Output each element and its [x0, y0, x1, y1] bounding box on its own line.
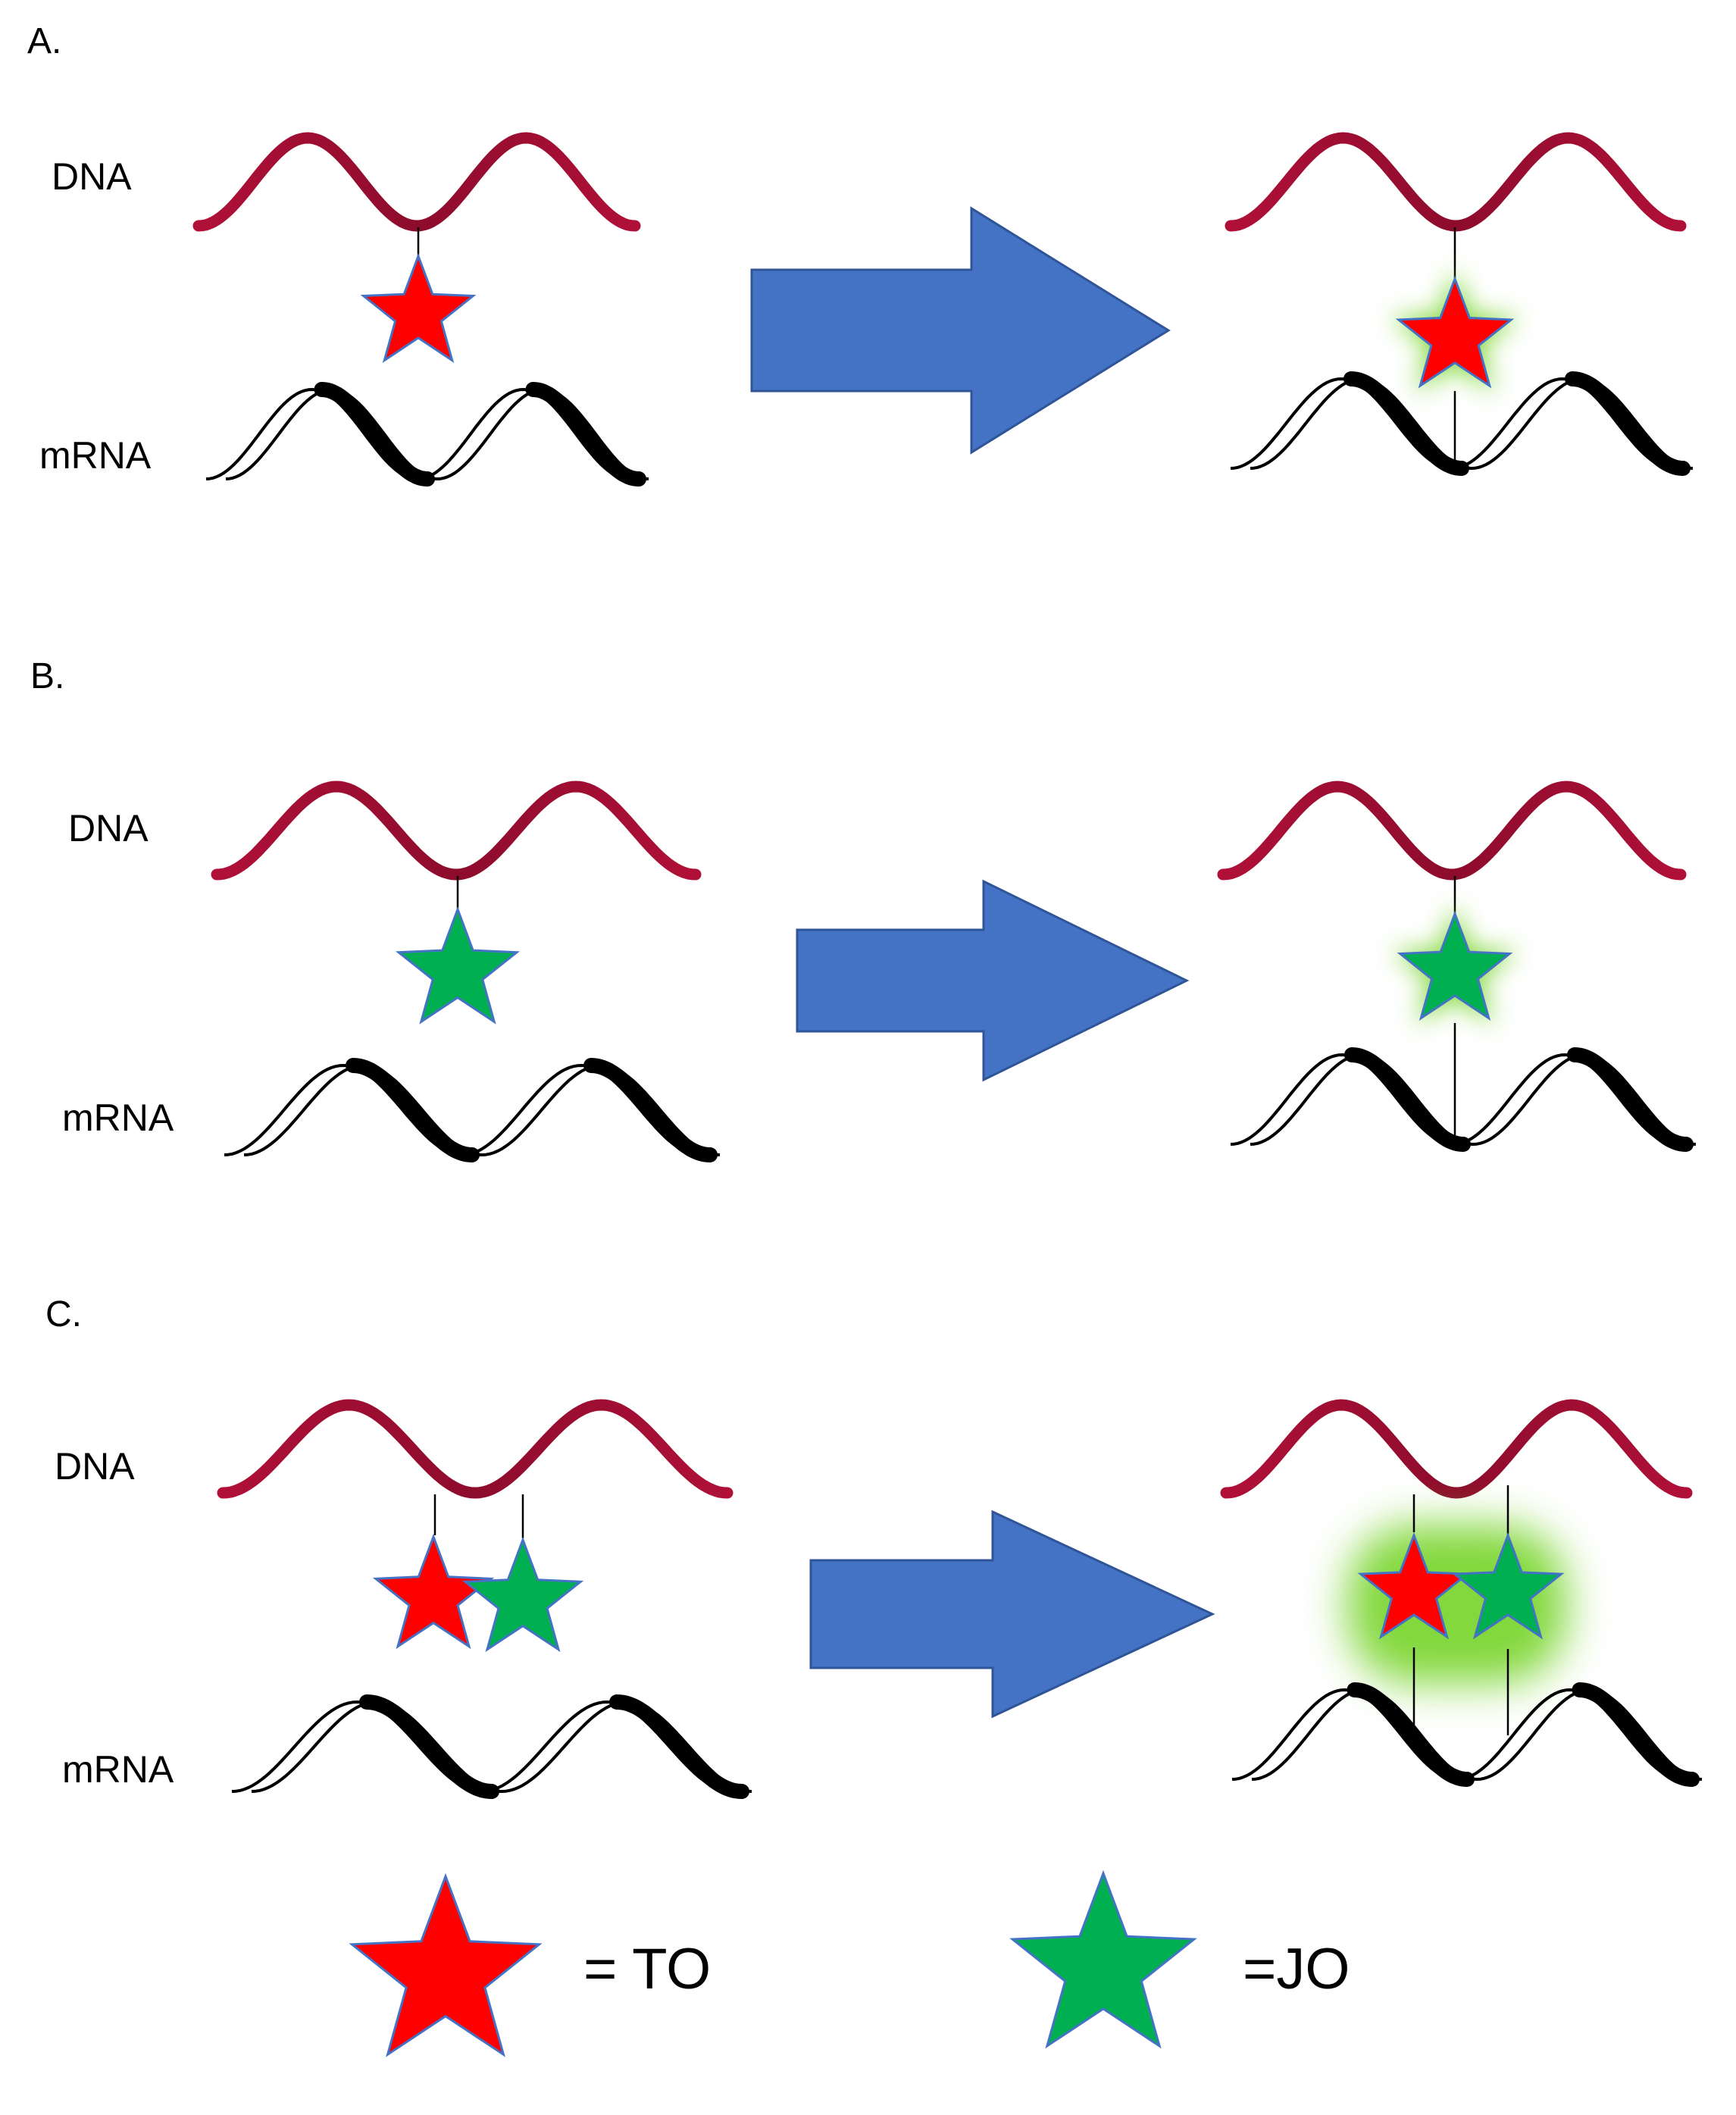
star-a-right-to-shape: [1395, 275, 1515, 389]
panel-label-a: A.: [27, 21, 61, 61]
mrna-helix-b-left-bold-1: [346, 1058, 480, 1162]
legend-to-star-shape: [349, 1873, 543, 2057]
mrna-helix-c-right-bold-2: [1572, 1682, 1700, 1787]
dna-helix-a-left: [192, 132, 641, 232]
star-c-left-jo-shape: [461, 1536, 584, 1653]
dna-helix-c-right-strand: [1220, 1399, 1693, 1499]
dna-helix-c-left-strand: [217, 1399, 733, 1499]
panel-label-c: C.: [45, 1294, 82, 1334]
diagram-shapes: [192, 132, 1703, 2057]
dna-helix-b-right: [1217, 781, 1687, 881]
dna-helix-b-right-strand: [1217, 781, 1687, 881]
dna-helix-c-left: [217, 1399, 733, 1499]
mrna-label-b: mRNA: [62, 1097, 174, 1139]
dna-helix-a-right: [1225, 132, 1687, 232]
mrna-helix-a-right-bold-2: [1565, 371, 1691, 476]
mrna-helix-b-right: [1230, 1047, 1697, 1152]
star-b-left-jo-shape: [395, 906, 521, 1025]
legend-jo-label: =JO: [1243, 1937, 1350, 2001]
mrna-helix-a-left-bold-1: [314, 382, 435, 487]
mrna-helix-a-right: [1230, 371, 1694, 476]
mrna-helix-b-left: [224, 1058, 721, 1162]
star-c-right-jo: [1451, 1531, 1565, 1640]
dna-helix-b-left: [211, 781, 702, 881]
mrna-helix-c-left-bold-2: [609, 1694, 749, 1799]
dna-label-a: DNA: [52, 155, 132, 198]
dna-helix-c-right: [1220, 1399, 1693, 1499]
dna-helix-a-right-strand: [1225, 132, 1687, 232]
mrna-helix-a-left-bold-2: [525, 382, 646, 487]
star-b-right-jo: [1391, 905, 1519, 1025]
panel-label-b: B.: [30, 656, 64, 696]
mrna-helix-b-right-bold-2: [1567, 1047, 1694, 1152]
mrna-helix-b-left-bold-2: [583, 1058, 718, 1162]
fret-glow-c-right: [1347, 1525, 1567, 1684]
star-b-right-jo-shape: [1397, 910, 1513, 1021]
legend-to-label: = TO: [583, 1937, 711, 2001]
mrna-label-c: mRNA: [62, 1748, 174, 1791]
star-c-left-to: [372, 1533, 495, 1650]
mrna-helix-c-right: [1231, 1682, 1703, 1787]
star-c-right-jo-shape: [1451, 1531, 1565, 1640]
mrna-helix-a-right-bold-1: [1343, 371, 1469, 476]
star-b-left-jo: [395, 906, 521, 1025]
reaction-arrow-a: [750, 206, 1171, 455]
reaction-arrow-b: [796, 879, 1190, 1082]
dna-helix-b-left-strand: [211, 781, 702, 881]
mrna-label-a: mRNA: [39, 434, 152, 477]
star-a-right-to: [1390, 270, 1520, 393]
mrna-helix-c-left-bold-1: [359, 1694, 499, 1799]
mrna-helix-c-right-bold-1: [1347, 1682, 1475, 1787]
dna-label-c: DNA: [55, 1445, 135, 1488]
mrna-helix-b-right-bold-1: [1344, 1047, 1471, 1152]
legend-jo-star: [1009, 1869, 1197, 2049]
star-a-left-to-shape: [360, 252, 477, 363]
mrna-helix-a-left: [205, 382, 649, 487]
star-c-left-to-shape: [372, 1533, 495, 1650]
legend-jo-star-shape: [1009, 1869, 1197, 2049]
reaction-arrow-c: [809, 1510, 1215, 1719]
legend-to-star: [349, 1873, 543, 2057]
star-a-left-to: [360, 252, 477, 363]
star-c-left-jo: [461, 1536, 584, 1653]
dna-label-b: DNA: [68, 807, 149, 849]
mrna-helix-c-left: [231, 1694, 752, 1799]
dna-helix-a-left-strand: [192, 132, 641, 232]
